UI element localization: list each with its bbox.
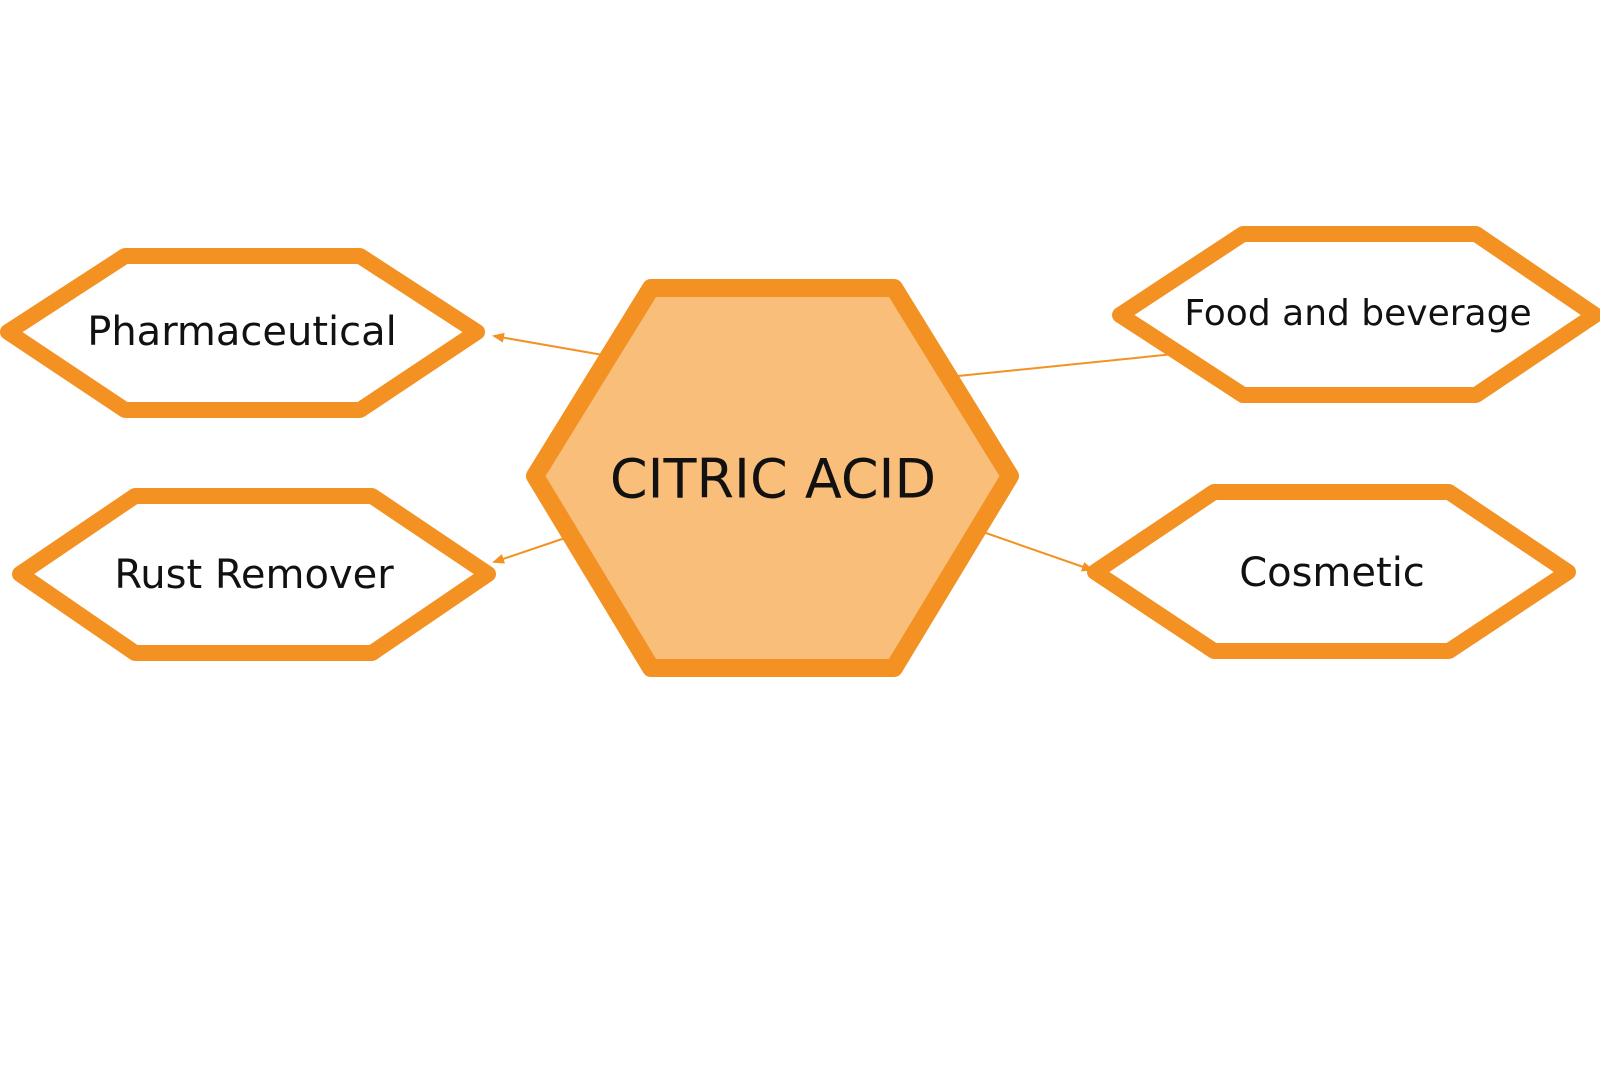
food-and-beverage-label: Food and beverage (1184, 293, 1531, 334)
cosmetic-hexagon (1087, 484, 1576, 659)
rust-remover-label: Rust Remover (114, 552, 394, 598)
connector-to-food-and-beverage (957, 349, 1186, 377)
pharmaceutical-hexagon (0, 248, 485, 418)
pharmaceutical-label: Pharmaceutical (87, 309, 397, 355)
cosmetic-label: Cosmetic (1239, 550, 1425, 596)
food-and-beverage-hexagon (1112, 226, 1600, 403)
connector-to-rust-remover (492, 536, 569, 564)
connector-to-cosmetic (982, 531, 1094, 572)
rust-remover-hexagon (12, 488, 496, 661)
connector-to-pharmaceutical (492, 332, 604, 356)
citric-acid-label: CITRIC ACID (610, 448, 936, 511)
citric-acid-hexagon (526, 279, 1019, 677)
